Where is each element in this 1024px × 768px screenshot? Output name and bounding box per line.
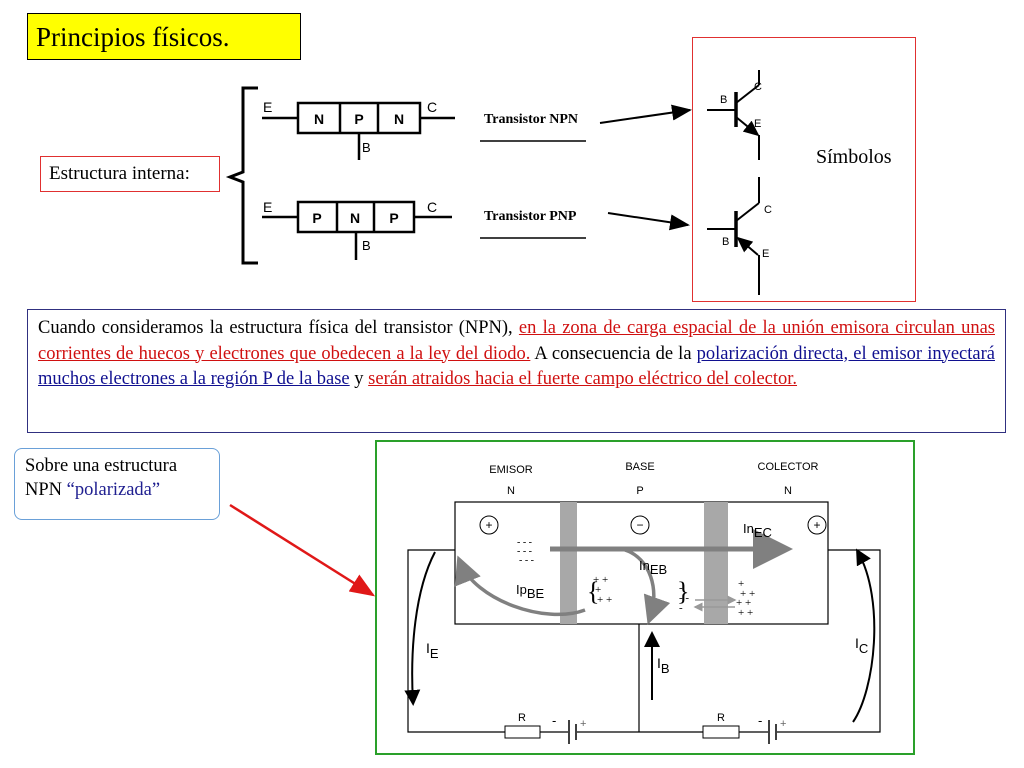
para-part-2: en la zona de carga espacial de la unión… <box>38 318 995 364</box>
in-ec-label: InEC <box>743 521 772 540</box>
npn-symbol-b: B <box>720 94 727 106</box>
svg-text:+ +: + + <box>597 594 612 606</box>
svg-text:- - -: - - - <box>517 537 532 548</box>
emitter-junction <box>560 502 577 624</box>
colector-label: COLECTOR <box>758 461 819 473</box>
resistor-1-label: R <box>518 712 526 724</box>
npn-symbol-c: C <box>754 81 762 93</box>
battery-2-plus: + <box>780 718 786 730</box>
red-arrow <box>229 503 376 597</box>
in-eb-arrow <box>624 548 671 625</box>
estructura-label: Estructura interna: <box>40 156 220 192</box>
structure-diagram: N P N E C B P N P E C B Transistor NPN T… <box>225 86 692 265</box>
para-part-3: A consecuencia de la <box>530 343 697 364</box>
npn-structure: N P N E C B <box>262 99 455 160</box>
resistor-2-label: R <box>717 712 725 724</box>
pnp-region-3: P <box>389 210 398 226</box>
pnp-name: Transistor PNP <box>484 209 577 224</box>
svg-text:- -: - - <box>679 592 689 604</box>
ic-arrow <box>852 548 876 723</box>
npn-symbol-e: E <box>754 118 761 130</box>
ie-arrow <box>404 551 436 706</box>
pnp-symbol-c: C <box>764 204 772 216</box>
ib-label: IB <box>657 655 670 676</box>
pnp-region-1: P <box>312 210 321 226</box>
pnp-c-label: C <box>427 199 437 215</box>
sobre-line-1: Sobre una estructura <box>25 456 178 476</box>
svg-text:}: } <box>677 577 689 606</box>
base-label: BASE <box>625 461 654 473</box>
emitter-plus: + <box>485 518 492 532</box>
npn-symbol: C B E <box>707 70 762 160</box>
ip-be-arrow <box>454 555 586 617</box>
in-eb-label: InEB <box>639 558 667 577</box>
polarized-npn-diagram: EMISOR N BASE P COLECTOR N + − + - - - -… <box>404 461 881 744</box>
svg-text:+: + <box>738 578 744 590</box>
svg-text:{: { <box>587 577 599 606</box>
pnp-symbol-e: E <box>762 248 769 260</box>
sobre-line-2: NPN “polarizada” <box>25 480 161 500</box>
svg-text:+ +: + + <box>738 607 753 619</box>
svg-text:+ +: + + <box>593 574 608 586</box>
sobre-callout: Sobre una estructura NPN “polarizada” <box>14 448 220 520</box>
battery-1-plus: + <box>580 718 586 730</box>
pnp-structure: P N P E C B <box>262 199 452 260</box>
para-part-5: y <box>349 369 369 389</box>
npn-c-label: C <box>427 99 437 115</box>
colector-type: N <box>784 485 792 497</box>
npn-name: Transistor NPN <box>484 112 578 127</box>
pnp-e-label: E <box>263 199 272 215</box>
sobre-quoted: “polarizada” <box>66 480 161 500</box>
svg-text:+: + <box>595 584 601 596</box>
arrow-to-npn-symbol <box>599 104 692 124</box>
npn-region-2: P <box>354 111 363 127</box>
emisor-label: EMISOR <box>489 464 532 476</box>
resistor-2 <box>702 725 740 739</box>
base-type: P <box>636 485 643 497</box>
para-part-1: Cuando consideramos la estructura física… <box>38 318 519 338</box>
svg-text:- - -: - - - <box>519 555 534 566</box>
para-part-4: polarización directa, el emisor inyectar… <box>38 343 995 390</box>
collector-junction <box>704 502 728 624</box>
transistor-symbols: C B E C B E <box>707 70 772 295</box>
ip-be-label: IpBE <box>516 582 545 601</box>
polarized-npn-box <box>375 440 915 755</box>
explanation-paragraph: Cuando consideramos la estructura física… <box>27 309 1006 433</box>
pnp-region-2: N <box>350 210 360 226</box>
svg-text:-: - <box>679 602 683 614</box>
emisor-type: N <box>507 485 515 497</box>
symbols-label: Símbolos <box>816 146 892 168</box>
svg-text:+ +: + + <box>736 597 751 609</box>
svg-text:-: - <box>679 582 683 594</box>
symbols-box <box>692 37 916 302</box>
pnp-symbol-b: B <box>722 236 729 248</box>
collector-plus: + <box>813 518 820 532</box>
npn-e-label: E <box>263 99 272 115</box>
npn-b-label: B <box>362 140 371 155</box>
page-title: Principios físicos. <box>27 13 301 60</box>
ic-label: IC <box>855 635 868 656</box>
brace-shape <box>225 86 258 265</box>
arrow-to-pnp-symbol <box>607 212 690 231</box>
pnp-symbol: C B E <box>707 177 772 295</box>
battery-1-minus: - <box>552 713 556 728</box>
svg-text:+ +: + + <box>740 588 755 600</box>
battery-2-minus: - <box>758 713 762 728</box>
npn-region-3: N <box>394 111 404 127</box>
ie-label: IE <box>426 640 439 661</box>
pnp-b-label: B <box>362 238 371 253</box>
para-part-6: serán atraidos hacia el fuerte campo elé… <box>368 369 798 389</box>
svg-text:- - -: - - - <box>517 546 532 557</box>
npn-region-1: N <box>314 111 324 127</box>
resistor-1 <box>504 725 541 739</box>
base-minus: − <box>636 518 643 532</box>
